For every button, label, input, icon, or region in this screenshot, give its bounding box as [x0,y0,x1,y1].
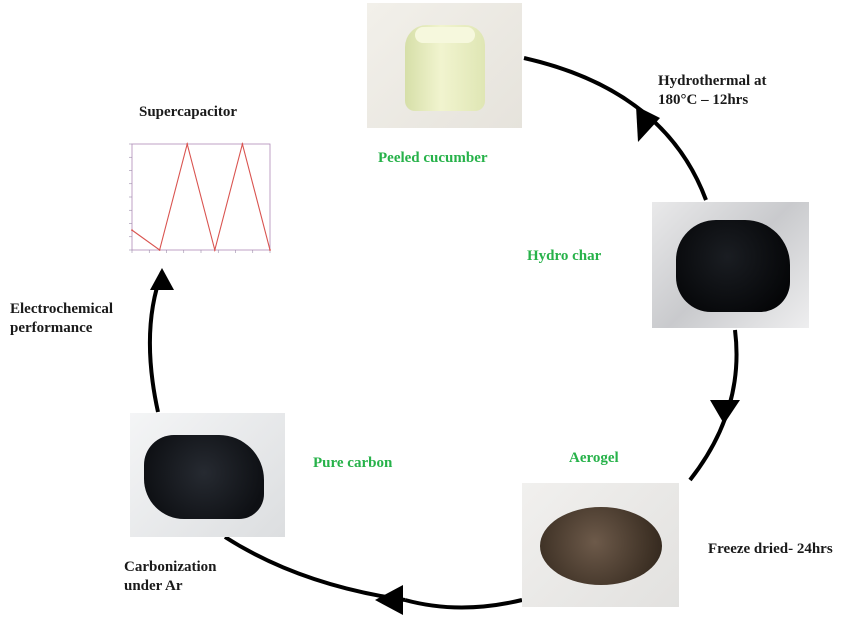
electrochemical-line-1: Electrochemical [10,301,114,317]
hydro-char-photo [652,202,809,328]
gcd-data-point [241,143,244,145]
gcd-plot-area [129,141,271,253]
electrochemical-line-2: performance [10,320,93,336]
carbonization-line-1: Carbonization [124,559,217,575]
cycle-arc-left [147,271,164,413]
gcd-data-point [186,143,189,145]
hydrothermal-line-2: 180°C – 12hrs [658,92,749,108]
aerogel-label: Aerogel [569,450,619,466]
aerogel-photo [522,483,679,607]
peeled-cucumber-label: Peeled cucumber [378,150,488,166]
arrow-head-3 [375,585,403,615]
pure-carbon-photo [130,413,285,537]
gcd-data-point [158,249,161,251]
pure-carbon-label: Pure carbon [313,455,393,471]
hydrothermal-line-1: Hydrothermal at [658,73,767,89]
supercapacitor-title: Supercapacitor [139,104,238,120]
carbonization-line-2: under Ar [124,578,183,594]
gcd-data-point [269,249,271,251]
gcd-series-line [131,141,271,253]
freeze-dried-step-label: Freeze dried- 24hrs [708,541,833,557]
arrow-head-1 [636,106,660,142]
cycle-arc-bottom-left [223,535,406,602]
hydro-char-label: Hydro char [527,248,602,264]
gcd-data-point [131,229,133,232]
peeled-cucumber-photo [367,3,522,128]
cycle-arc-bottom-right [404,598,523,610]
arrow-head-4 [150,268,174,290]
carbonization-step-label: Carbonization under Ar [124,558,217,596]
supercapacitor-chart [129,141,271,253]
hydrothermal-step-label: Hydrothermal at 180°C – 12hrs [658,72,766,110]
electrochemical-step-label: Electrochemical performance [10,300,113,338]
arrow-head-2 [710,400,740,424]
gcd-data-point [213,249,216,251]
